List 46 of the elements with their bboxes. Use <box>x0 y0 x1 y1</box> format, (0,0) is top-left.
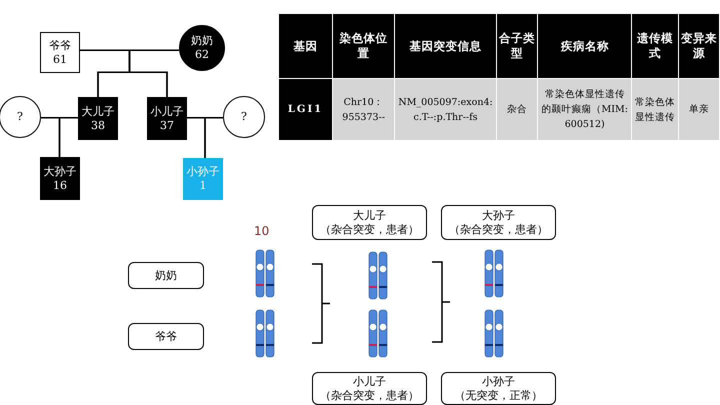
pedigree-square <box>147 97 187 140</box>
label-box <box>128 323 204 350</box>
table-cell: 杂合 <box>506 104 527 115</box>
descent-line <box>204 117 223 158</box>
label-box <box>441 372 556 405</box>
label-box <box>128 262 204 289</box>
node-text: 奶奶 62 <box>191 34 213 62</box>
pedigree-square <box>40 32 80 73</box>
node-text: ? <box>17 110 23 124</box>
chromosome-number: 10 <box>254 224 270 238</box>
label-box <box>441 205 556 240</box>
label-box <box>312 372 427 405</box>
header-cell: 基因突变信息 <box>410 38 482 52</box>
table-cell: 常染色体显性遗传 <box>635 96 676 122</box>
node-text: 小孙子 1 <box>186 165 220 193</box>
node-text: 大儿子 38 <box>82 104 114 132</box>
header-cell: 遗传模式 <box>637 31 674 60</box>
descent-line <box>58 117 78 157</box>
table-cell: LGI1 <box>288 104 324 115</box>
node-text: 爷爷 <box>155 330 177 344</box>
pedigree-circle <box>179 25 225 71</box>
node-text: 奶奶 <box>155 268 177 282</box>
pedigree-square <box>183 158 223 200</box>
header-cell: 合子类型 <box>498 31 535 60</box>
descent-line <box>128 50 179 97</box>
node-text: 大孙子 （杂合突变，患者） <box>449 208 548 236</box>
header-cell: 染色体位置 <box>340 31 388 60</box>
pedigree-circle <box>0 96 41 138</box>
node-text: ? <box>241 110 247 124</box>
header-cell: 疾病名称 <box>560 38 609 52</box>
table-cell: Chr10：955373-- <box>342 96 385 122</box>
pedigree-square <box>40 157 80 200</box>
table-cell: NM_005097:exon4: c.T--:p.Thr--fs <box>398 96 493 122</box>
node-text: 大孙子 16 <box>44 164 76 192</box>
label-box <box>312 205 427 240</box>
node-text: 爷爷 61 <box>49 38 71 66</box>
node-text: 大儿子 （杂合突变，患者） <box>320 208 419 236</box>
header-cell: 基因 <box>294 38 318 52</box>
table-cell: 单亲 <box>688 104 709 115</box>
pedigree-square <box>78 97 118 140</box>
table-cell: 常染色体显性遗传的颞叶癫痫（MIM: 600512) <box>542 89 628 130</box>
node-text: 小儿子 37 <box>150 104 184 132</box>
pedigree-circle <box>223 96 265 138</box>
node-text: 小儿子 （杂合突变，患者） <box>320 374 419 402</box>
header-cell: 变异来源 <box>680 31 717 60</box>
node-text: 小孙子 （无突变，正常） <box>454 374 542 402</box>
